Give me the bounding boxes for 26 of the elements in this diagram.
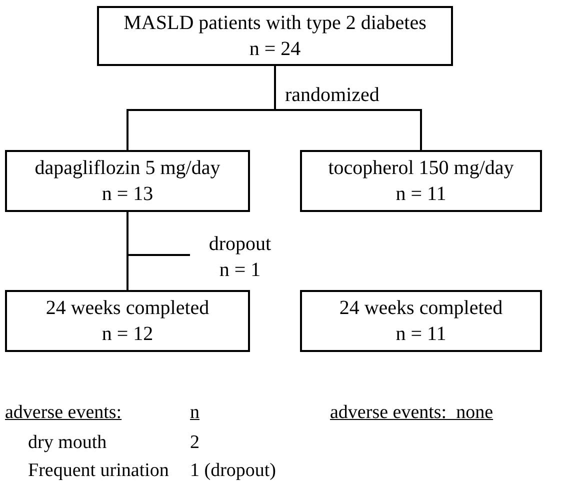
box-text: n = 1 bbox=[219, 258, 261, 283]
box-text: 24 weeks completed bbox=[339, 296, 503, 321]
table-text: Frequent urination bbox=[28, 460, 169, 482]
process-box bbox=[97, 6, 453, 66]
process-box bbox=[5, 150, 250, 212]
box-text: dropout bbox=[208, 232, 272, 257]
table-text: 1 (dropout) bbox=[190, 460, 276, 482]
table-header: adverse events: bbox=[5, 402, 122, 424]
box-text: n = 11 bbox=[396, 322, 446, 347]
box-text: dapagliflozin 5 mg/day bbox=[34, 156, 220, 181]
table-header: n bbox=[190, 402, 200, 424]
table-text: dry mouth bbox=[28, 432, 107, 454]
table-text: 2 bbox=[190, 432, 200, 454]
box-text: MASLD patients with type 2 diabetes bbox=[124, 11, 426, 36]
box-text: n = 11 bbox=[396, 182, 446, 207]
connector-line bbox=[274, 66, 422, 150]
box-text: n = 12 bbox=[102, 322, 154, 347]
process-box bbox=[5, 290, 250, 352]
box-text: 24 weeks completed bbox=[46, 296, 210, 321]
box-text: tocopherol 150 mg/day bbox=[328, 156, 514, 181]
table-header: adverse events: none bbox=[330, 402, 494, 424]
box-text: n = 24 bbox=[249, 37, 301, 62]
connector-line bbox=[126, 212, 190, 256]
process-box bbox=[300, 290, 542, 352]
box-text: n = 13 bbox=[102, 182, 154, 207]
process-box bbox=[300, 150, 542, 212]
